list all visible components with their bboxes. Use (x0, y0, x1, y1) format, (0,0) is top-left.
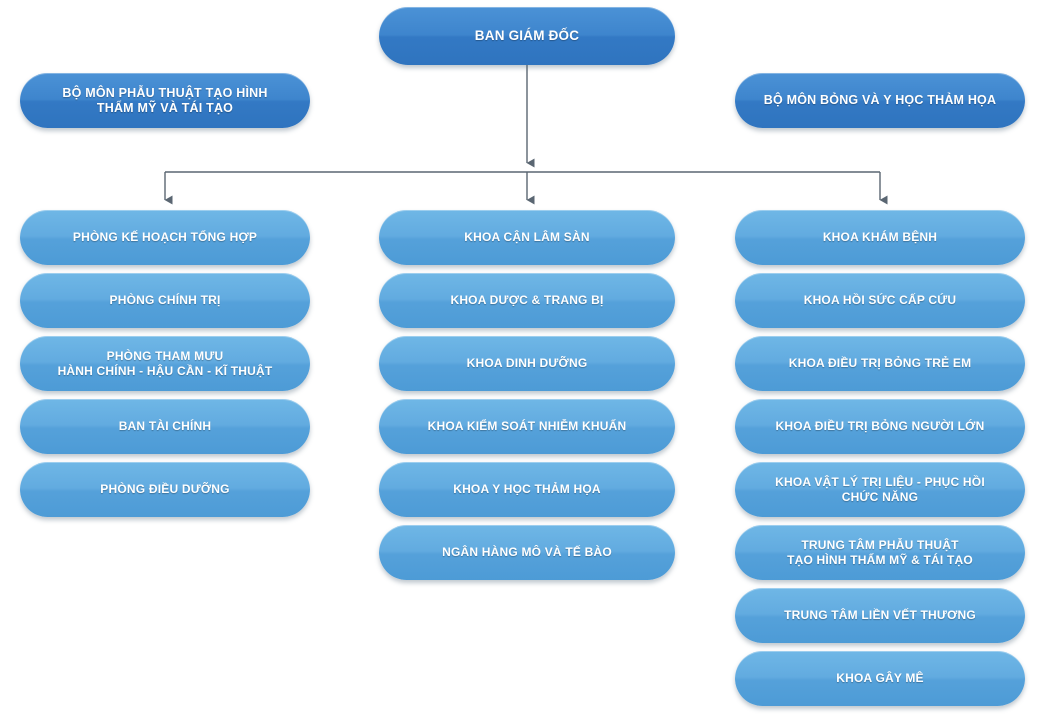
node-label-line: PHÒNG CHÍNH TRỊ (109, 293, 221, 308)
node-label-line: BỘ MÔN BỎNG VÀ Y HỌC THẢM HỌA (763, 93, 997, 108)
node-label: TRUNG TÂM LIỀN VẾT THƯƠNG (784, 608, 976, 622)
node-label-line: BAN GIÁM ĐỐC (474, 28, 580, 44)
node-label-line: HÀNH CHÍNH - HẬU CẦN - KĨ THUẬT (57, 363, 273, 378)
node-label-line: KHOA CẬN LÂM SÀN (464, 230, 590, 245)
node-label-line: BAN TÀI CHÍNH (118, 419, 212, 434)
node-label-line: PHÒNG ĐIỀU DƯỠNG (100, 482, 230, 497)
node-label: BỘ MÔN BỎNG VÀ Y HỌC THẢM HỌA (764, 93, 996, 108)
node-phong-dieu-duong[interactable]: PHÒNG ĐIỀU DƯỠNG (20, 462, 310, 517)
node-label-line: TRUNG TÂM LIỀN VẾT THƯƠNG (784, 608, 976, 623)
node-khoa-can-lam-san[interactable]: KHOA CẬN LÂM SÀN (379, 210, 675, 265)
node-label-line: KHOA KHÁM BỆNH (822, 230, 938, 245)
node-label: KHOA HỒI SỨC CẤP CỨU (804, 293, 957, 307)
node-label: KHOA KHÁM BỆNH (823, 230, 937, 244)
node-label-line: KHOA DINH DƯỠNG (466, 356, 588, 371)
node-label: BAN TÀI CHÍNH (119, 419, 212, 433)
node-ngan-hang-mo-va-te-bao[interactable]: NGÂN HÀNG MÔ VÀ TẾ BÀO (379, 525, 675, 580)
node-label: KHOA DƯỢC & TRANG BỊ (450, 293, 603, 307)
node-khoa-kiem-soat-nhiem-khuan[interactable]: KHOA KIỂM SOÁT NHIỄM KHUẨN (379, 399, 675, 454)
node-label-line: PHÒNG KẾ HOẠCH TỔNG HỢP (72, 230, 258, 245)
node-label: KHOA ĐIỀU TRỊ BỎNG NGƯỜI LỚN (776, 419, 985, 433)
node-label: PHÒNG KẾ HOẠCH TỔNG HỢP (73, 230, 257, 244)
node-label: PHÒNG CHÍNH TRỊ (110, 293, 221, 307)
node-label-line: KHOA DƯỢC & TRANG BỊ (450, 293, 604, 308)
node-label-line: KHOA ĐIỀU TRỊ BỎNG TRẺ EM (788, 356, 972, 371)
node-label-line: TRUNG TÂM PHẪU THUẬT (801, 538, 959, 553)
node-bo-mon-bong-y-hoc-tham-hoa[interactable]: BỘ MÔN BỎNG VÀ Y HỌC THẢM HỌA (735, 73, 1025, 128)
node-label-line: CHỨC NĂNG (841, 489, 919, 504)
node-label-line: KHOA KIỂM SOÁT NHIỄM KHUẨN (427, 419, 627, 434)
node-label: KHOA DINH DƯỠNG (467, 356, 588, 370)
node-label-line: KHOA Y HỌC THẢM HỌA (453, 482, 601, 497)
node-label-line: NGÂN HÀNG MÔ VÀ TẾ BÀO (442, 545, 612, 560)
node-phong-ke-hoach-tong-hop[interactable]: PHÒNG KẾ HOẠCH TỔNG HỢP (20, 210, 310, 265)
node-khoa-duoc-trang-bi[interactable]: KHOA DƯỢC & TRANG BỊ (379, 273, 675, 328)
node-label: KHOA CẬN LÂM SÀN (464, 230, 589, 244)
node-khoa-gay-me[interactable]: KHOA GÂY MÊ (735, 651, 1025, 706)
node-label-line: BỘ MÔN PHẪU THUẬT TẠO HÌNH (62, 85, 268, 100)
node-label-line: KHOA VẬT LÝ TRỊ LIỆU - PHỤC HỒI (775, 475, 985, 490)
node-label-line: KHOA GÂY MÊ (836, 671, 924, 686)
node-khoa-y-hoc-tham-hoa[interactable]: KHOA Y HỌC THẢM HỌA (379, 462, 675, 517)
node-label: KHOA GÂY MÊ (836, 671, 924, 685)
node-khoa-dinh-duong[interactable]: KHOA DINH DƯỠNG (379, 336, 675, 391)
node-label: KHOA Y HỌC THẢM HỌA (453, 482, 601, 496)
node-label: PHÒNG ĐIỀU DƯỠNG (100, 482, 229, 496)
node-ban-giam-doc[interactable]: BAN GIÁM ĐỐC (379, 7, 675, 65)
node-label-line: TẠO HÌNH THẨM MỸ & TÁI TẠO (787, 552, 973, 567)
node-ban-tai-chinh[interactable]: BAN TÀI CHÍNH (20, 399, 310, 454)
node-trung-tam-lien-vet-thuong[interactable]: TRUNG TÂM LIỀN VẾT THƯƠNG (735, 588, 1025, 643)
node-label-line: THẨM MỸ VÀ TÁI TẠO (96, 100, 234, 115)
node-label: KHOA ĐIỀU TRỊ BỎNG TRẺ EM (789, 356, 972, 370)
node-label: KHOA KIỂM SOÁT NHIỄM KHUẨN (428, 419, 627, 433)
node-label: NGÂN HÀNG MÔ VÀ TẾ BÀO (442, 545, 612, 559)
node-khoa-dieu-tri-bong-nguoi-lon[interactable]: KHOA ĐIỀU TRỊ BỎNG NGƯỜI LỚN (735, 399, 1025, 454)
node-phong-chinh-tri[interactable]: PHÒNG CHÍNH TRỊ (20, 273, 310, 328)
node-khoa-hoi-suc-cap-cuu[interactable]: KHOA HỒI SỨC CẤP CỨU (735, 273, 1025, 328)
node-khoa-dieu-tri-bong-tre-em[interactable]: KHOA ĐIỀU TRỊ BỎNG TRẺ EM (735, 336, 1025, 391)
node-khoa-kham-benh[interactable]: KHOA KHÁM BỆNH (735, 210, 1025, 265)
node-label-line: KHOA HỒI SỨC CẤP CỨU (803, 293, 957, 308)
node-label-line: PHÒNG THAM MƯU (106, 349, 224, 364)
node-label: BAN GIÁM ĐỐC (475, 28, 579, 44)
node-label-line: KHOA ĐIỀU TRỊ BỎNG NGƯỜI LỚN (775, 419, 985, 434)
